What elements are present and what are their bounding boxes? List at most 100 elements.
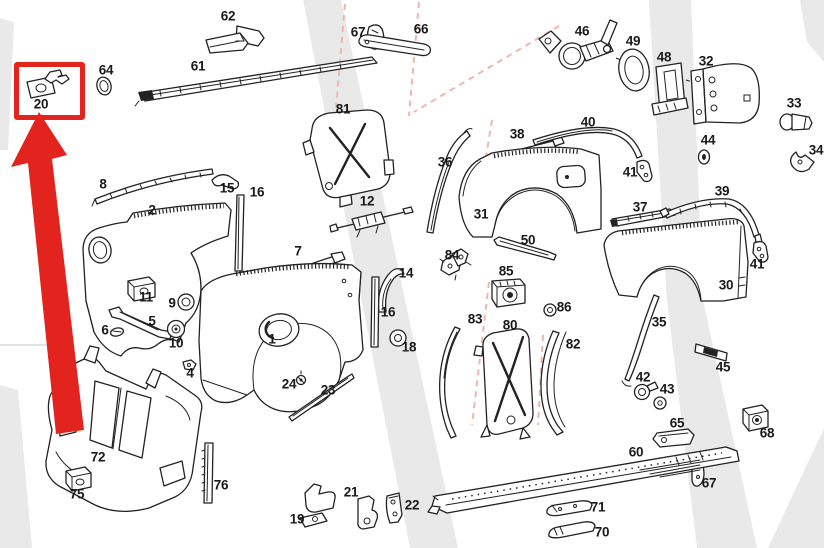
part-label-81: 81 [335,101,351,117]
part-9-grommet-drawing [177,293,195,311]
part-24-clip-drawing [295,370,307,386]
part-44-grommet-drawing [697,149,711,165]
part-label-4: 4 [186,365,194,381]
part-label-5: 5 [148,313,156,329]
part-label-83: 83 [467,311,483,327]
part-label-46: 46 [574,23,590,39]
part-41-bracket-right-drawing [752,240,769,263]
part-8-rail-drawing [91,168,214,207]
part-66-moulding-drawing [358,34,432,57]
part-label-31: 31 [473,206,489,222]
part-label-20: 20 [33,96,49,112]
part-4-clip-drawing [182,359,197,371]
part-label-67: 67 [350,24,366,40]
part-1-front-fender-drawing [198,262,364,413]
part-label-9: 9 [168,295,176,311]
part-label-82: 82 [565,336,581,352]
part-label-34: 34 [808,142,824,158]
part-label-23: 23 [320,382,336,398]
part-65-bracket-drawing [652,428,695,448]
part-35-pillar-strip-drawing [621,294,660,387]
part-64-grommet-drawing [96,76,112,96]
part-label-42: 42 [635,369,651,385]
part-label-2: 2 [148,202,156,218]
part-16-strip-rear-drawing [370,276,380,348]
part-33-plug-drawing [779,113,813,131]
part-81-x-brace-panel-drawing [302,109,395,208]
part-label-15: 15 [219,180,235,196]
part-label-30: 30 [718,277,734,293]
part-label-68: 68 [759,425,775,441]
part-label-1: 1 [268,331,276,347]
part-46-lock-drawing [538,19,701,85]
part-6-pad-drawing [109,327,125,337]
part-71-plate-drawing [546,500,593,517]
part-21-bracket-drawing [357,495,379,530]
part-label-43: 43 [659,381,675,397]
part-label-19: 19 [289,511,305,527]
part-label-48: 48 [656,49,672,65]
part-label-80: 80 [502,317,518,333]
part-label-12: 12 [359,193,375,209]
part-11-block-drawing [127,276,156,302]
part-85-block-drawing [491,278,526,308]
part-label-11: 11 [139,289,153,305]
part-label-64: 64 [98,62,114,78]
part-label-35: 35 [651,314,667,330]
part-label-16: 16 [249,184,265,200]
part-label-50: 50 [520,232,536,248]
part-label-16: 16 [380,304,396,320]
part-20-bracket-drawing [26,69,70,99]
part-label-71: 71 [590,499,606,515]
part-label-65: 65 [669,415,685,431]
part-43-washer-drawing [653,396,667,410]
part-86-washer-drawing [543,303,557,317]
part-31-quarter-panel-left-drawing [458,146,602,238]
part-label-66: 66 [413,21,429,37]
part-18-grommet-drawing [389,329,407,347]
part-70-plate-drawing [548,521,596,539]
part-82-seal-strip-drawing [540,330,567,436]
part-49-gasket-drawing [618,48,650,92]
part-label-72: 72 [90,449,106,465]
part-label-21: 21 [343,484,359,500]
part-12-linkage-drawing [329,206,414,238]
part-40-arch-trim-drawing [532,126,643,159]
part-83-seal-strip-drawing [439,326,461,439]
part-label-32: 32 [698,53,714,69]
part-label-7: 7 [294,243,302,259]
part-61-moulding-drawing [134,56,378,107]
part-19-bracket-drawing [299,483,336,528]
part-68-block-drawing [742,404,769,432]
part-label-84: 84 [444,247,460,263]
part-62-bracket-drawing [205,25,265,54]
part-label-14: 14 [398,265,414,281]
part-label-40: 40 [580,114,596,130]
part-label-45: 45 [715,359,731,375]
part-label-6: 6 [101,322,109,338]
part-36-pillar-strip-drawing [426,128,473,234]
highlight-box[interactable] [14,62,85,120]
part-label-24: 24 [281,376,297,392]
part-label-61: 61 [190,58,206,74]
part-label-8: 8 [99,176,107,192]
part-10-washer-drawing [166,319,186,339]
part-label-37: 37 [632,199,648,215]
part-22-plate-drawing [385,492,403,524]
part-label-39: 39 [714,183,730,199]
part-label-70: 70 [594,524,610,540]
part-76-serrated-strip-drawing [201,442,214,504]
part-label-41: 41 [749,256,765,272]
part-84-clamp-drawing [439,248,472,281]
part-label-86: 86 [556,299,572,315]
part-30-quarter-panel-right-drawing [603,218,749,302]
part-41-bracket-left-drawing [636,159,653,183]
part-42-grommet-drawing [633,381,659,401]
part-label-62: 62 [220,8,236,24]
part-80-x-brace-panel-drawing [473,328,534,440]
part-label-22: 22 [404,497,420,513]
part-34-clip-drawing [789,151,815,173]
part-label-41: 41 [622,164,638,180]
